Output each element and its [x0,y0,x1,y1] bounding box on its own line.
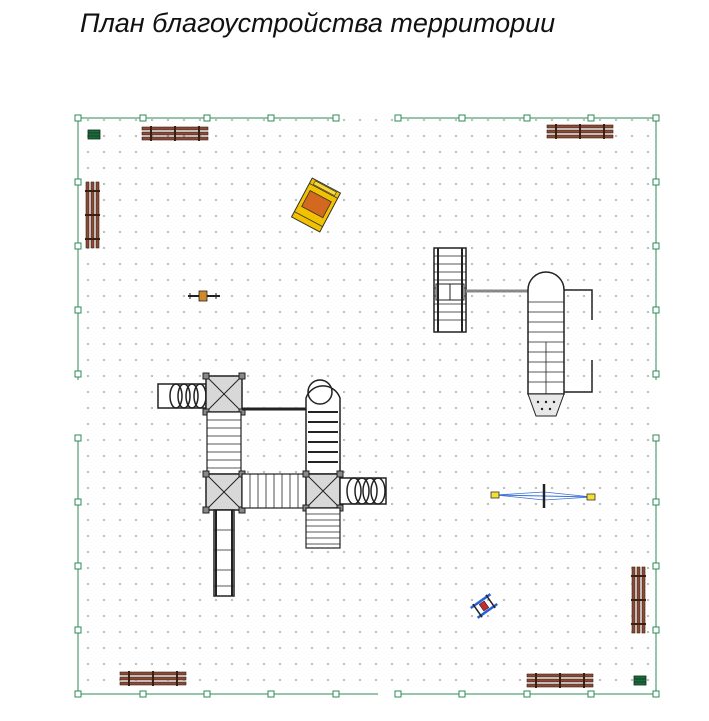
bench-icon[interactable] [119,670,187,687]
slide-icon[interactable] [527,271,593,417]
bench-icon[interactable] [630,566,647,634]
swing-icon[interactable] [433,247,528,333]
tunnel-right [339,477,387,505]
spring-rocker-icon[interactable] [470,593,499,620]
bench-icon[interactable] [546,123,614,140]
spring-rocker-icon[interactable] [188,290,220,302]
trash-bin-icon[interactable] [633,675,647,686]
bench-icon[interactable] [526,672,594,689]
bench-icon[interactable] [84,181,101,249]
tunnel-left [157,383,207,409]
plan-title: План благоустройства территории [80,8,556,38]
trash-bin-icon[interactable] [87,129,101,140]
playground-complex-icon[interactable] [157,372,387,597]
sandbox-icon[interactable] [290,177,342,233]
seesaw-icon[interactable] [490,484,596,508]
bench-icon[interactable] [141,125,209,142]
